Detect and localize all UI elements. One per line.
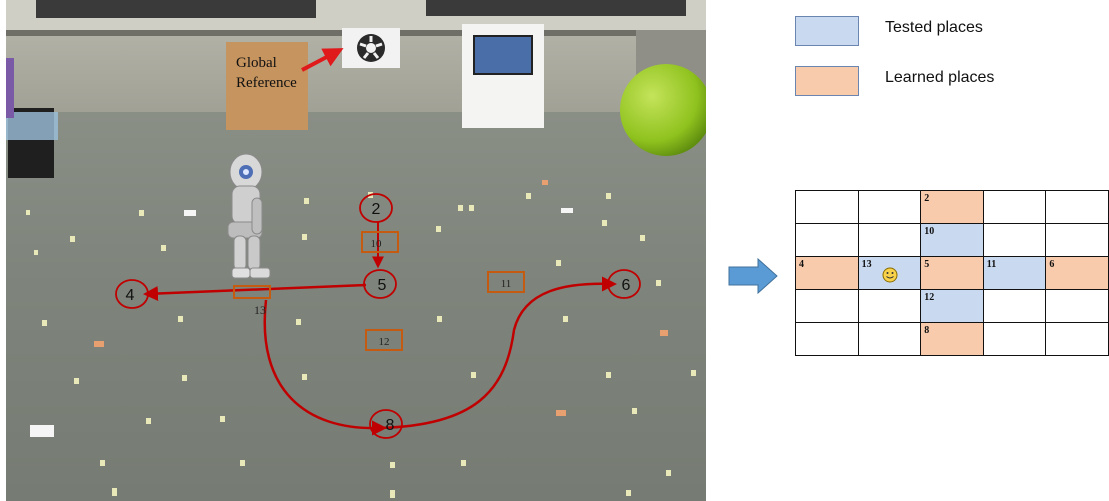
green-ball (620, 64, 706, 156)
path-curve-4-8-6 (263, 282, 615, 430)
grid-cell-empty (982, 289, 1047, 323)
cardboard-box (226, 42, 308, 130)
learned-position-6: 6 (607, 269, 641, 299)
global-reference-arrow (301, 48, 344, 72)
grid-cell-empty (1045, 289, 1109, 323)
grid-cell-label: 4 (799, 259, 804, 270)
legend-tested-swatch (795, 16, 859, 46)
grid-cell-label: 12 (924, 292, 935, 303)
grid-cell-label: 13 (861, 259, 872, 270)
grid-cell-label: 6 (1049, 259, 1055, 270)
learned-position-2: 2 (359, 193, 393, 223)
place-grid: 2 10 4 13 5 11 6 12 8 (795, 190, 1109, 356)
monitor-box-screen (474, 36, 532, 74)
svg-text:5: 5 (378, 277, 387, 294)
robot (227, 153, 271, 279)
tested-position-10: 10 (361, 231, 399, 253)
tested-position-12: 12 (365, 329, 403, 351)
right-arrow-icon (728, 258, 778, 294)
svg-text:12: 12 (379, 336, 390, 348)
grid-cell-12: 12 (920, 289, 984, 323)
grid-cell-label: 10 (924, 226, 935, 237)
svg-text:11: 11 (501, 278, 512, 290)
grid-cell-10: 10 (920, 223, 984, 257)
smiley-icon (882, 267, 898, 283)
grid-cell-11: 11 (982, 256, 1047, 290)
grid-cell-13: 13 (857, 256, 922, 290)
purple-bottle (6, 58, 14, 118)
tested-position-13: 13 (233, 285, 271, 317)
grid-cell-label: 5 (924, 259, 930, 270)
grid-cell-2: 2 (920, 190, 984, 224)
grid-row: 12 (795, 289, 1109, 323)
learned-position-8: 8 (369, 409, 403, 439)
grid-cell-label: 11 (986, 259, 997, 270)
grid-cell-label: 2 (924, 193, 930, 204)
grid-cell-empty (857, 190, 922, 224)
svg-text:6: 6 (622, 277, 631, 294)
grid-cell-empty (1045, 223, 1109, 257)
legend-tested-label: Tested places (885, 19, 983, 36)
grid-cell-empty (982, 190, 1047, 224)
legend-learned-swatch (795, 66, 859, 96)
grid-cell-empty (795, 322, 859, 356)
grid-row: 10 (795, 223, 1109, 257)
grid-row: 2 (795, 190, 1109, 224)
grid-cell-empty (795, 223, 859, 257)
svg-text:2: 2 (372, 201, 381, 218)
grid-cell-4: 4 (795, 256, 859, 290)
trash-bag (6, 112, 58, 140)
floor (6, 112, 706, 501)
svg-text:4: 4 (126, 287, 135, 304)
grid-cell-5: 5 (920, 256, 984, 290)
global-reference-label: Global Reference (236, 55, 297, 91)
path-5-to-4 (143, 283, 367, 302)
grid-row: 8 (795, 322, 1109, 356)
grid-row: 4 13 5 11 6 (795, 256, 1109, 290)
svg-text:13: 13 (254, 303, 266, 317)
grid-cell-8: 8 (920, 322, 984, 356)
grid-cell-6: 6 (1045, 256, 1109, 290)
scene-photo: Global Reference 2 5 4 6 8 10 11 12 (6, 0, 706, 501)
grid-cell-empty (857, 322, 922, 356)
grid-cell-empty (857, 289, 922, 323)
grid-cell-empty (857, 223, 922, 257)
svg-text:10: 10 (371, 238, 383, 250)
learned-position-5: 5 (363, 269, 397, 299)
grid-cell-label: 8 (924, 325, 930, 336)
grid-cell-empty (1045, 322, 1109, 356)
grid-cell-empty (795, 190, 859, 224)
svg-text:8: 8 (386, 417, 395, 434)
monitors-right (426, 0, 686, 16)
learned-position-4: 4 (115, 279, 149, 309)
monitors (36, 0, 316, 18)
grid-cell-empty (982, 223, 1047, 257)
grid-cell-empty (795, 289, 859, 323)
grid-cell-empty (982, 322, 1047, 356)
legend-learned-label: Learned places (885, 69, 995, 86)
tested-position-11: 11 (487, 271, 525, 293)
grid-cell-empty (1045, 190, 1109, 224)
